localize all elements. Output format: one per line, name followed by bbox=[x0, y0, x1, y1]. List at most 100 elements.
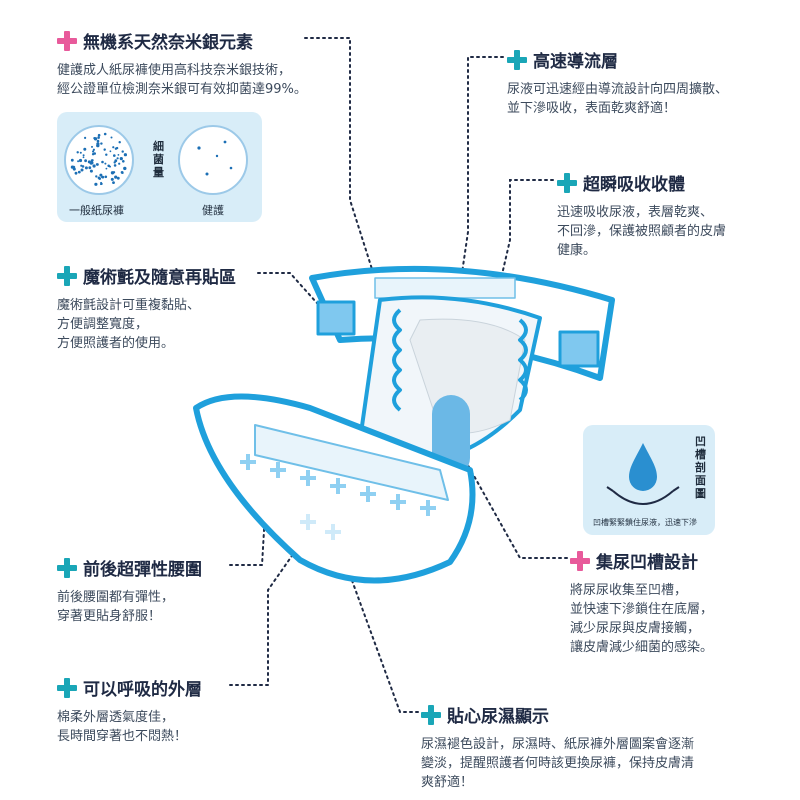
feature-description: 迅速吸收尿液，表層乾爽、 不回滲，保護被照顧者的皮膚 健康。 bbox=[557, 205, 727, 258]
bacteria-dot bbox=[110, 136, 113, 139]
bacteria-dot bbox=[90, 159, 94, 162]
bacteria-dot bbox=[77, 160, 80, 163]
bacteria-dot bbox=[105, 167, 108, 170]
feature-title: 魔術氈及隨意再貼區 bbox=[83, 268, 236, 288]
feature-title: 集尿凹槽設計 bbox=[596, 553, 698, 573]
bacteria-dot bbox=[122, 160, 125, 163]
teal-plus-icon bbox=[57, 677, 77, 698]
bacteria-dot bbox=[101, 160, 104, 164]
bacteria-dot bbox=[70, 165, 74, 169]
jianhu-circle bbox=[178, 125, 248, 195]
bacteria-dot bbox=[95, 175, 98, 178]
bacteria-dot bbox=[74, 171, 78, 175]
feature-breathable: 可以呼吸的外層 棉柔外層透氣度佳， 長時間穿著也不悶熱！ bbox=[57, 675, 202, 746]
bacteria-dot bbox=[117, 154, 120, 156]
bacteria-dot bbox=[79, 151, 82, 154]
bacteria-dot bbox=[120, 157, 123, 160]
bacteria-dot bbox=[90, 161, 94, 165]
bacteria-dot bbox=[82, 154, 85, 157]
bacteria-dot bbox=[76, 151, 79, 154]
pink-plus-icon bbox=[570, 550, 590, 571]
bacteria-dot bbox=[114, 175, 118, 179]
bacteria-dot bbox=[88, 166, 92, 170]
bacteria-dot bbox=[78, 158, 83, 163]
bacteria-panel: 細菌量 一般紙尿褲 健護 bbox=[57, 112, 262, 222]
feature-description: 前後腰圍都有彈性， 穿著更貼身舒服！ bbox=[57, 590, 175, 624]
bacteria-dot bbox=[114, 159, 118, 163]
groove-curve bbox=[612, 490, 674, 505]
bacteria-dot bbox=[121, 171, 124, 174]
feature-groove: 集尿凹槽設計 將尿尿收集至凹槽， 並快速下滲鎖住在底層， 減少尿尿與皮膚接觸， … bbox=[570, 548, 713, 657]
bacteria-dot bbox=[118, 162, 121, 165]
bacteria-dot bbox=[93, 137, 98, 141]
bacteria-dot bbox=[112, 181, 115, 184]
bacteria-dot bbox=[97, 133, 101, 137]
bacteria-dot bbox=[92, 164, 96, 168]
bacteria-amount-label: 細菌量 bbox=[153, 140, 164, 179]
bacteria-dot bbox=[97, 176, 101, 180]
bacteria-dot bbox=[94, 182, 98, 186]
water-drop-icon bbox=[629, 443, 657, 491]
jianhu-label: 健護 bbox=[202, 204, 224, 217]
feature-title: 可以呼吸的外層 bbox=[83, 680, 202, 700]
feature-velcro: 魔術氈及隨意再貼區 魔術氈設計可重複黏貼、 方便調整寬度， 方便照護者的使用。 bbox=[57, 263, 236, 353]
bacteria-dot bbox=[113, 164, 117, 167]
bacteria-dot bbox=[123, 166, 127, 171]
feature-description: 棉柔外層透氣度佳， 長時間穿著也不悶熱！ bbox=[57, 710, 188, 744]
normal-diaper-label: 一般紙尿褲 bbox=[69, 204, 124, 217]
bacteria-dot bbox=[97, 136, 100, 139]
bacteria-dot bbox=[81, 165, 85, 168]
bacteria-dot bbox=[109, 165, 111, 168]
bacteria-dot bbox=[118, 141, 121, 144]
feature-nano-silver: 無機系天然奈米銀元素 健護成人紙尿褲使用高科技奈米銀技術， 經公證單位檢測奈米銀… bbox=[57, 28, 307, 99]
bacteria-dot bbox=[96, 142, 100, 146]
bacteria-dot bbox=[104, 162, 107, 165]
bacteria-dot bbox=[113, 154, 116, 157]
bacteria-dot bbox=[103, 132, 107, 136]
feature-wetness: 貼心尿濕顯示 尿濕褪色設計，尿濕時、紙尿褲外層圖案會逐漸 變淡，提醒照護者何時該… bbox=[421, 702, 694, 792]
feature-description: 尿濕褪色設計，尿濕時、紙尿褲外層圖案會逐漸 變淡，提醒照護者何時該更換尿褲，保持… bbox=[421, 737, 695, 790]
bacteria-dot bbox=[87, 160, 91, 164]
bacteria-dot bbox=[103, 148, 106, 151]
leader-velcro bbox=[257, 272, 326, 313]
bacteria-dot bbox=[91, 145, 93, 148]
dense-bacteria-dots bbox=[70, 132, 127, 186]
feature-description: 健護成人紙尿褲使用高科技奈米銀技術， 經公證單位檢測奈米銀可有效抑菌達99%。 bbox=[57, 63, 307, 97]
teal-plus-icon bbox=[421, 704, 441, 725]
groove-drop-graphic bbox=[606, 443, 680, 505]
bacteria-dot bbox=[91, 153, 95, 156]
bacteria-dot bbox=[112, 171, 116, 174]
groove-section-panel: 凹槽剖面圖 凹槽緊緊鎖住尿液，迅速下滲 bbox=[583, 425, 715, 535]
leader-waist bbox=[229, 461, 269, 566]
bacteria-dot bbox=[100, 142, 103, 145]
feature-description: 將尿尿收集至凹槽， 並快速下滲鎖住在底層， 減少尿尿與皮膚接觸， 讓皮膚減少細菌… bbox=[570, 583, 714, 655]
leg-cuff-right bbox=[518, 318, 528, 402]
bacteria-dot bbox=[112, 146, 115, 149]
bacteria-dot bbox=[84, 159, 87, 163]
leader-nano-silver bbox=[304, 37, 421, 421]
wetness-indicator-pattern bbox=[240, 454, 436, 540]
bacteria-dot bbox=[105, 153, 108, 156]
feature-title: 前後超彈性腰圍 bbox=[83, 560, 202, 580]
bacteria-dot bbox=[121, 150, 124, 153]
bacteria-dot bbox=[92, 148, 95, 151]
leader-groove bbox=[454, 441, 568, 559]
pink-plus-icon bbox=[57, 30, 77, 51]
feature-title: 無機系天然奈米銀元素 bbox=[83, 33, 253, 53]
bacteria-dot bbox=[116, 176, 120, 180]
bacteria-dot bbox=[89, 169, 93, 173]
bacteria-dot bbox=[72, 167, 76, 171]
bacteria-dot bbox=[80, 168, 84, 172]
bacteria-dot bbox=[116, 157, 119, 160]
bacteria-dot bbox=[96, 139, 100, 143]
feature-fast-layer: 高速導流層 尿液可迅速經由導流設計向四周擴散、 並下滲吸收，表面乾爽舒適！ bbox=[507, 47, 728, 118]
bacteria-dot bbox=[123, 153, 127, 157]
bacteria-dot bbox=[82, 156, 85, 159]
bacteria-dot bbox=[95, 163, 98, 165]
leader-breathable bbox=[229, 529, 311, 686]
bacteria-dot bbox=[77, 170, 81, 174]
teal-plus-icon bbox=[507, 49, 527, 70]
bacteria-dot bbox=[84, 166, 88, 170]
teal-plus-icon bbox=[57, 557, 77, 578]
